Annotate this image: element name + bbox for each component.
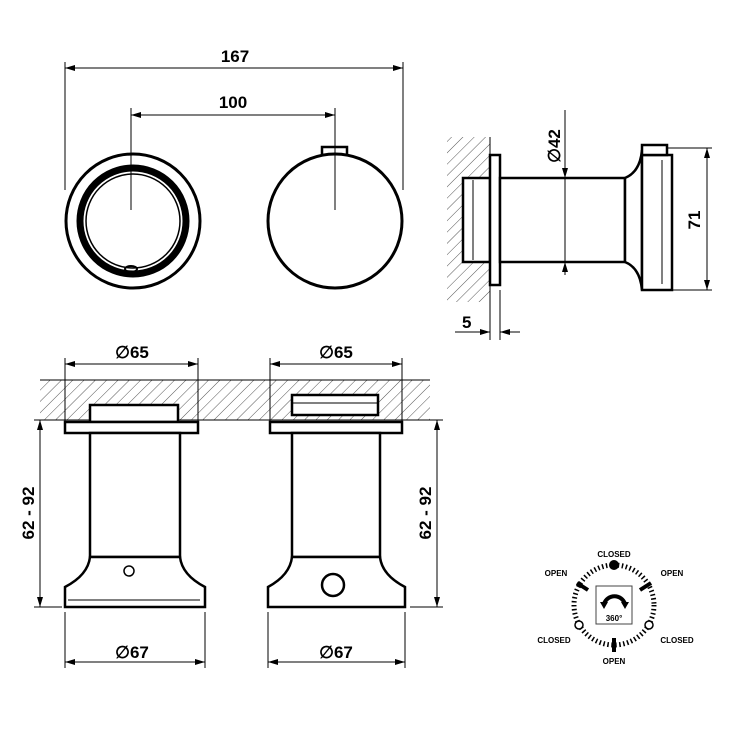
label-upper-right-open: OPEN bbox=[661, 569, 684, 578]
diameter-symbol: ∅ bbox=[319, 343, 334, 362]
left-rosette bbox=[64, 152, 202, 290]
label-top-closed: CLOSED bbox=[597, 550, 631, 559]
label-upper-left-open: OPEN bbox=[545, 569, 568, 578]
dim-flange-thickness: 5 bbox=[462, 313, 471, 332]
label-lower-right-closed: CLOSED bbox=[660, 636, 694, 645]
angle-label: 360° bbox=[606, 614, 623, 623]
dim-center-distance: 100 bbox=[219, 93, 247, 112]
closed-marker bbox=[609, 560, 619, 570]
diameter-symbol: ∅ bbox=[319, 643, 334, 662]
diameter-symbol: ∅ bbox=[115, 343, 130, 362]
dim-depth: 71 bbox=[685, 211, 704, 230]
dim-height-left: 62 - 92 bbox=[19, 487, 38, 540]
diameter-symbol: ∅ bbox=[115, 643, 130, 662]
svg-text:∅67: ∅67 bbox=[115, 643, 149, 662]
installation-view: ∅65 ∅65 ∅67 ∅67 62 - 92 62 - 92 bbox=[19, 343, 443, 668]
svg-text:∅65: ∅65 bbox=[319, 343, 353, 362]
dim-base-right: 67 bbox=[334, 643, 353, 662]
dim-base-left: 67 bbox=[130, 643, 149, 662]
side-view: 71 ∅42 5 bbox=[447, 110, 712, 340]
dim-wall-plate-left: 65 bbox=[130, 343, 149, 362]
svg-text:∅65: ∅65 bbox=[115, 343, 149, 362]
label-bottom-open: OPEN bbox=[603, 657, 626, 666]
svg-text:∅42: ∅42 bbox=[545, 129, 564, 163]
dim-wall-plate-right: 65 bbox=[334, 343, 353, 362]
svg-text:∅67: ∅67 bbox=[319, 643, 353, 662]
rotate-arrow-icon bbox=[602, 594, 627, 605]
diameter-symbol: ∅ bbox=[545, 148, 564, 163]
label-lower-left-closed: CLOSED bbox=[537, 636, 571, 645]
dim-height-right: 62 - 92 bbox=[416, 487, 435, 540]
rotation-symbol: 360° CLOSED OPEN OPEN CLOSED CLOSED OPEN bbox=[537, 550, 694, 666]
dim-knob-diameter: 42 bbox=[545, 129, 564, 148]
dim-overall-width: 167 bbox=[221, 47, 249, 66]
front-view: 167 100 bbox=[64, 47, 404, 290]
